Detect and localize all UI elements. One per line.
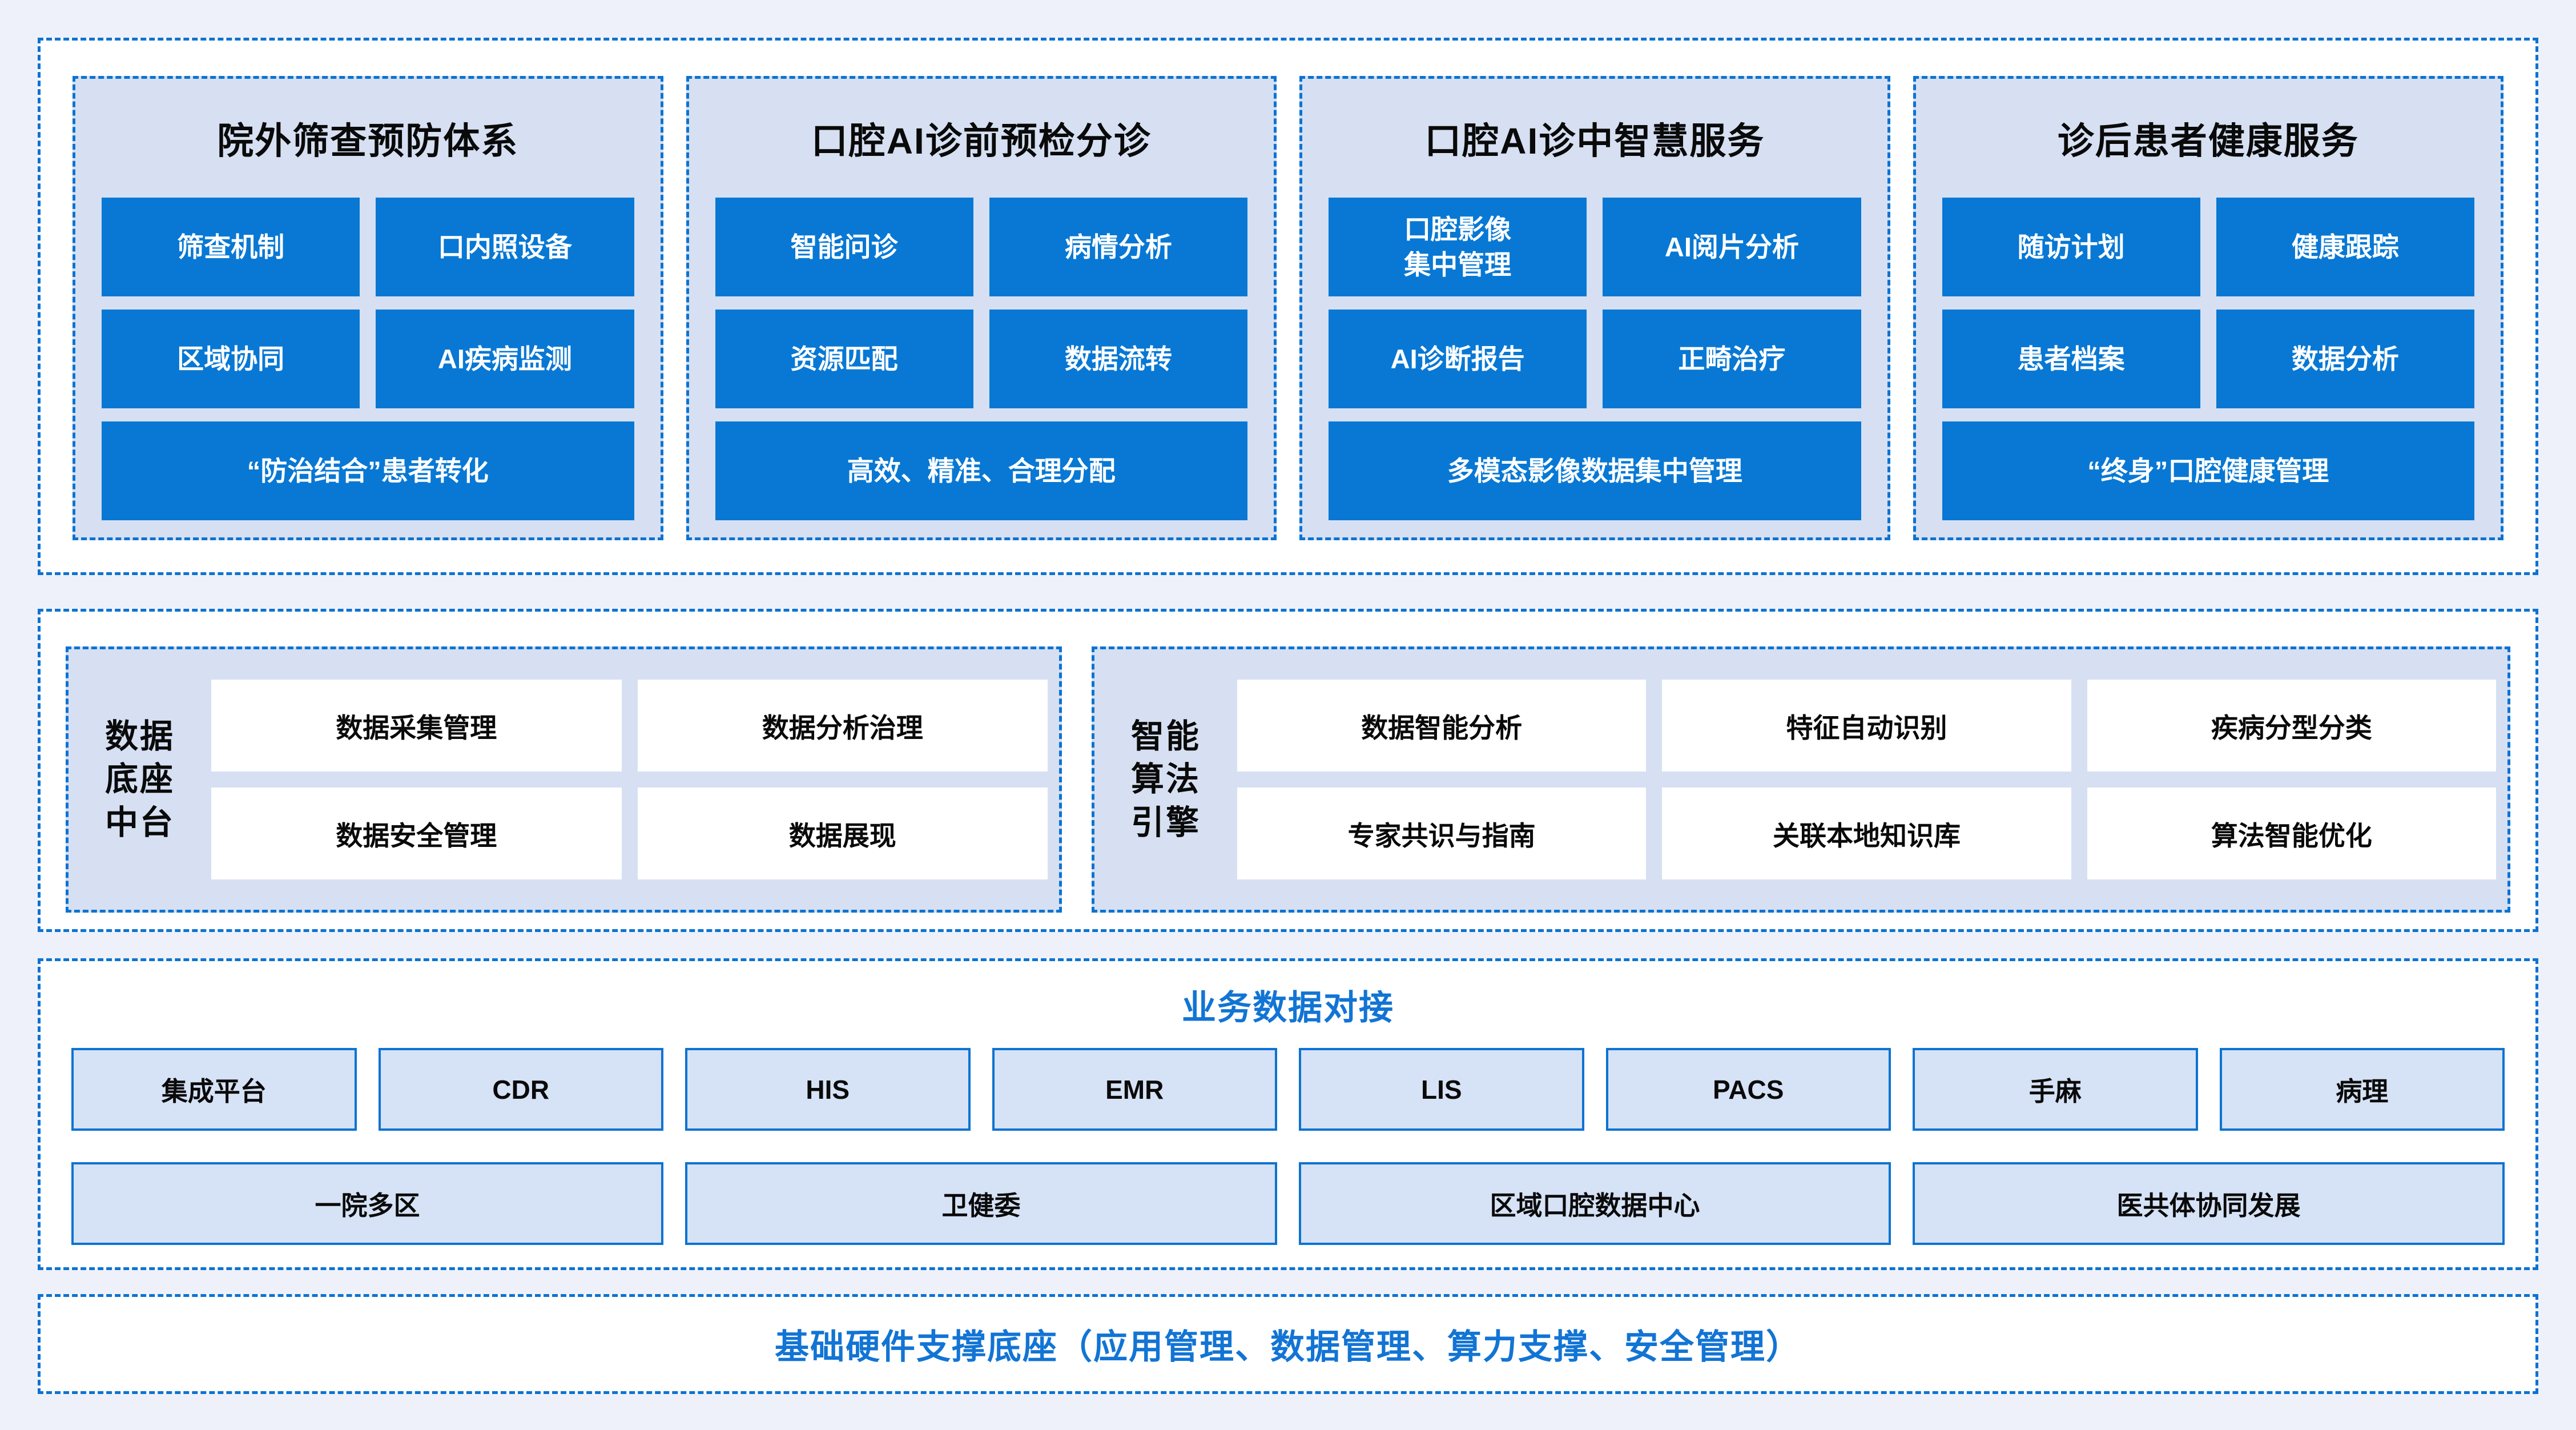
data-platform-item: 数据安全管理: [211, 788, 622, 879]
panel-pre-diagnosis-triage: 口腔AI诊前预检分诊 智能问诊 病情分析 资源匹配 数据流转 高效、精准、合理分…: [686, 76, 1277, 540]
label-line: 算法: [1130, 761, 1201, 798]
button-row: 智能问诊 病情分析: [715, 198, 1247, 296]
integration-box: 一院多区: [71, 1162, 663, 1245]
service-item: 数据流转: [989, 310, 1247, 408]
algorithm-engine-panel: 智能 算法 引擎 数据智能分析 特征自动识别 疾病分型分类 专家共识与指南 关联…: [1092, 646, 2510, 913]
section-service-layers: 院外筛查预防体系 筛查机制 口内照设备 区域协同 AI疾病监测 “防治结合”患者…: [38, 38, 2538, 575]
panel-post-diagnosis-health-service: 诊后患者健康服务 随访计划 健康跟踪 患者档案 数据分析 “终身”口腔健康管理: [1913, 76, 2503, 540]
integration-row-systems: 集成平台 CDR HIS EMR LIS PACS 手麻 病理: [71, 1048, 2505, 1131]
service-item: 口内照设备: [376, 198, 634, 296]
service-item: 正畸治疗: [1603, 310, 1861, 408]
service-item: 区域协同: [102, 310, 360, 408]
service-item: 健康跟踪: [2216, 198, 2474, 296]
button-row: 区域协同 AI疾病监测: [102, 310, 634, 408]
button-row: 筛查机制 口内照设备: [102, 198, 634, 296]
integration-box: 手麻: [1913, 1048, 2198, 1131]
service-item: AI疾病监测: [376, 310, 634, 408]
algorithm-engine-item: 算法智能优化: [2087, 788, 2496, 879]
data-platform-grid: 数据采集管理 数据分析治理 数据安全管理 数据展现: [211, 680, 1048, 879]
label-line: 中台: [104, 804, 175, 841]
label-line: 智能: [1130, 717, 1201, 755]
data-platform-label: 数据 底座 中台: [69, 680, 211, 879]
integration-box: 卫健委: [685, 1162, 1277, 1245]
foundation-title: 基础硬件支撑底座（应用管理、数据管理、算力支撑、安全管理）: [775, 1328, 1801, 1366]
algorithm-engine-item: 特征自动识别: [1662, 680, 2071, 772]
service-item: AI诊断报告: [1329, 310, 1587, 408]
service-item: 数据分析: [2216, 310, 2474, 408]
integration-box: 医共体协同发展: [1913, 1162, 2505, 1245]
label-line: 数据: [104, 717, 175, 755]
panel-title: 口腔AI诊前预检分诊: [811, 120, 1152, 162]
section-platform-and-engine: 数据 底座 中台 数据采集管理 数据分析治理 数据安全管理 数据展现 智能 算法…: [38, 609, 2538, 932]
service-footer-item: 高效、精准、合理分配: [715, 421, 1247, 520]
integration-box: CDR: [378, 1048, 663, 1131]
data-platform-item: 数据采集管理: [211, 680, 622, 772]
button-row: “防治结合”患者转化: [102, 421, 634, 520]
algorithm-engine-label: 智能 算法 引擎: [1094, 680, 1237, 879]
panel-out-of-hospital-screening: 院外筛查预防体系 筛查机制 口内照设备 区域协同 AI疾病监测 “防治结合”患者…: [73, 76, 663, 540]
label-line: 引擎: [1130, 804, 1201, 841]
integration-box: 病理: [2219, 1048, 2505, 1131]
algorithm-engine-item: 疾病分型分类: [2087, 680, 2496, 772]
button-row: AI诊断报告 正畸治疗: [1329, 310, 1861, 408]
algorithm-engine-item: 专家共识与指南: [1237, 788, 1647, 879]
service-item: 口腔影像 集中管理: [1329, 198, 1587, 296]
algorithm-engine-item: 关联本地知识库: [1662, 788, 2071, 879]
service-item: 随访计划: [1942, 198, 2200, 296]
button-row: 患者档案 数据分析: [1942, 310, 2474, 408]
service-footer-item: 多模态影像数据集中管理: [1329, 421, 1861, 520]
service-item: 资源匹配: [715, 310, 973, 408]
button-row: 资源匹配 数据流转: [715, 310, 1247, 408]
integration-box: HIS: [685, 1048, 971, 1131]
service-item: 筛查机制: [102, 198, 360, 296]
integration-row-organizations: 一院多区 卫健委 区域口腔数据中心 医共体协同发展: [71, 1162, 2505, 1245]
integration-title: 业务数据对接: [1182, 988, 1394, 1027]
integration-box: LIS: [1299, 1048, 1584, 1131]
section-hardware-foundation: 基础硬件支撑底座（应用管理、数据管理、算力支撑、安全管理）: [38, 1294, 2538, 1394]
label-line: 底座: [104, 761, 175, 798]
service-item: AI阅片分析: [1603, 198, 1861, 296]
button-row: 多模态影像数据集中管理: [1329, 421, 1861, 520]
algorithm-engine-grid: 数据智能分析 特征自动识别 疾病分型分类 专家共识与指南 关联本地知识库 算法智…: [1237, 680, 2496, 879]
service-item: 患者档案: [1942, 310, 2200, 408]
panel-in-diagnosis-smart-service: 口腔AI诊中智慧服务 口腔影像 集中管理 AI阅片分析 AI诊断报告 正畸治疗 …: [1299, 76, 1890, 540]
service-footer-item: “终身”口腔健康管理: [1942, 421, 2474, 520]
service-item: 病情分析: [989, 198, 1247, 296]
integration-box: 集成平台: [71, 1048, 357, 1131]
section-business-data-integration: 业务数据对接 集成平台 CDR HIS EMR LIS PACS 手麻 病理 一…: [38, 958, 2538, 1270]
button-row: “终身”口腔健康管理: [1942, 421, 2474, 520]
data-platform-item: 数据分析治理: [637, 680, 1048, 772]
panel-title: 院外筛查预防体系: [217, 120, 519, 162]
panel-title: 诊后患者健康服务: [2057, 120, 2359, 162]
panel-title: 口腔AI诊中智慧服务: [1424, 120, 1765, 162]
service-item: 智能问诊: [715, 198, 973, 296]
integration-box: EMR: [992, 1048, 1277, 1131]
data-platform-panel: 数据 底座 中台 数据采集管理 数据分析治理 数据安全管理 数据展现: [66, 646, 1062, 913]
button-row: 高效、精准、合理分配: [715, 421, 1247, 520]
integration-box: 区域口腔数据中心: [1299, 1162, 1891, 1245]
data-platform-item: 数据展现: [637, 788, 1048, 879]
algorithm-engine-item: 数据智能分析: [1237, 680, 1647, 772]
button-row: 口腔影像 集中管理 AI阅片分析: [1329, 198, 1861, 296]
button-row: 随访计划 健康跟踪: [1942, 198, 2474, 296]
service-footer-item: “防治结合”患者转化: [102, 421, 634, 520]
integration-box: PACS: [1605, 1048, 1891, 1131]
